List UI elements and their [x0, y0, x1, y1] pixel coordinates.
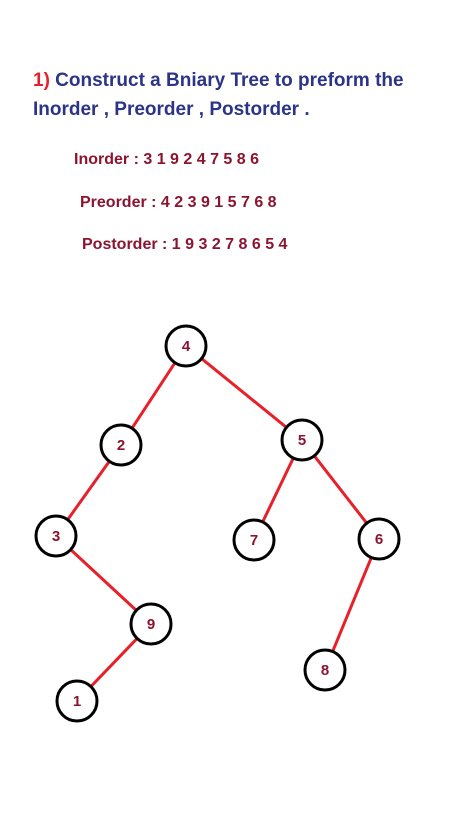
node-2: 2: [99, 423, 143, 467]
node-7: 7: [232, 518, 276, 562]
preorder-sequence: 4 2 3 9 1 5 7 6 8: [160, 194, 277, 211]
node-5: 5: [280, 418, 324, 462]
node-label-8: 8: [321, 662, 329, 679]
edge-2-3: [66, 459, 111, 522]
edge-6-8: [331, 555, 373, 654]
question-number: 1): [33, 70, 50, 91]
node-circle-1: [55, 679, 99, 723]
node-circle-3: [34, 514, 78, 558]
inorder-traversal: Inorder : 3 1 9 2 4 7 5 8 6: [74, 151, 259, 169]
edge-9-1: [89, 636, 139, 689]
node-3: 3: [34, 514, 78, 558]
edge-3-9: [69, 548, 138, 612]
tree-nodes: 4 2 5 3 7 6 9 8 1: [34, 324, 401, 723]
node-8: 8: [303, 648, 347, 692]
node-circle-7: [232, 518, 276, 562]
edge-4-5: [200, 357, 288, 429]
node-label-6: 6: [375, 531, 383, 548]
node-circle-8: [303, 648, 347, 692]
node-label-3: 3: [52, 528, 60, 545]
node-6: 6: [357, 517, 401, 561]
question-line-2: Inorder , Preorder , Postorder .: [33, 99, 310, 120]
inorder-sequence: 3 1 9 2 4 7 5 8 6: [143, 151, 259, 168]
node-9: 9: [129, 602, 173, 646]
edge-5-7: [261, 456, 295, 524]
edge-5-6: [312, 454, 369, 525]
node-4: 4: [164, 324, 208, 368]
postorder-label: Postorder :: [82, 236, 172, 253]
preorder-label: Preorder :: [80, 194, 161, 211]
node-label-5: 5: [298, 432, 306, 449]
node-circle-6: [357, 517, 401, 561]
node-circle-5: [280, 418, 324, 462]
node-label-9: 9: [147, 616, 155, 633]
node-circle-9: [129, 602, 173, 646]
node-circle-4: [164, 324, 208, 368]
inorder-label: Inorder :: [74, 151, 144, 168]
node-label-4: 4: [182, 338, 191, 355]
postorder-traversal: Postorder : 1 9 3 2 7 8 6 5 4: [82, 236, 287, 254]
postorder-sequence: 1 9 3 2 7 8 6 5 4: [171, 236, 288, 253]
question-line-1: Construct a Bniary Tree to preform the: [49, 70, 404, 91]
edge-4-2: [130, 361, 177, 430]
node-label-2: 2: [117, 437, 125, 454]
question-text: 1) Construct a Bniary Tree to preform th…: [33, 66, 463, 124]
node-1: 1: [55, 679, 99, 723]
preorder-traversal: Preorder : 4 2 3 9 1 5 7 6 8: [80, 194, 277, 212]
tree-edges: [66, 357, 373, 689]
node-label-7: 7: [250, 532, 258, 549]
node-label-1: 1: [73, 693, 81, 710]
node-circle-2: [99, 423, 143, 467]
